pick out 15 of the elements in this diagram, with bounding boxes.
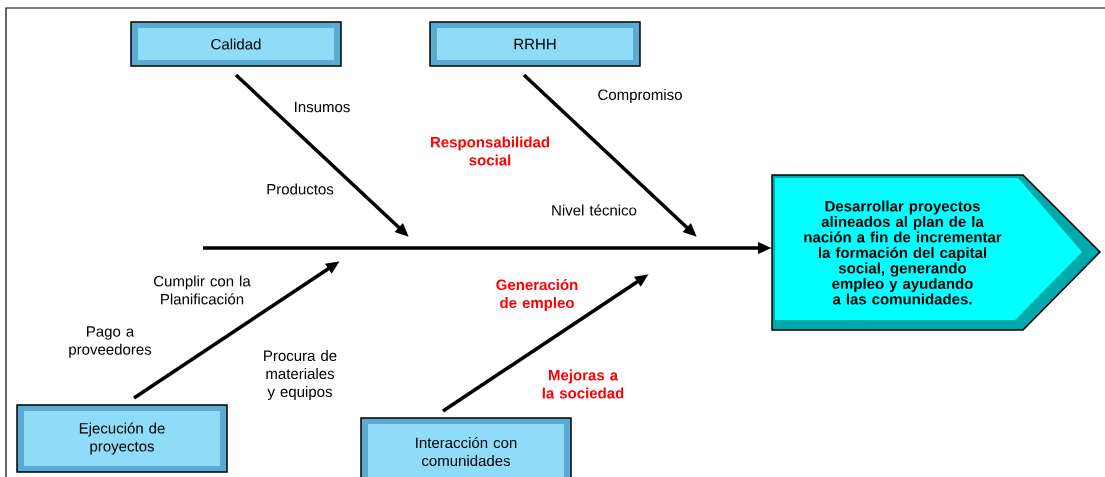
label-text: Responsabilidad social xyxy=(431,136,550,166)
category-box: Interacción con comunidades xyxy=(360,417,572,477)
label-text: Insumos xyxy=(295,101,350,113)
category-box: Calidad xyxy=(130,21,342,67)
label-text: Pago a proveedores xyxy=(69,326,152,358)
label-text: Nivel técnico xyxy=(552,204,637,216)
effect-box: Desarrollar proyectos alineados al plan de la nación a fin de incrementar la formación del capital social, generando empleo y ayudando a las comunidades. xyxy=(771,174,1102,331)
category-box: Ejecución de proyectos xyxy=(16,404,228,473)
label-text: Compromiso xyxy=(598,89,682,103)
category-box: RRHH xyxy=(429,21,641,67)
label-text: Cumplir con la Planificación xyxy=(154,275,251,305)
label-text: Generación de empleo xyxy=(496,278,578,312)
label-text: Mejoras a la sociedad xyxy=(542,369,624,399)
label-text: Procura de materiales y equipos xyxy=(264,350,337,400)
label-text: Productos xyxy=(267,183,334,195)
